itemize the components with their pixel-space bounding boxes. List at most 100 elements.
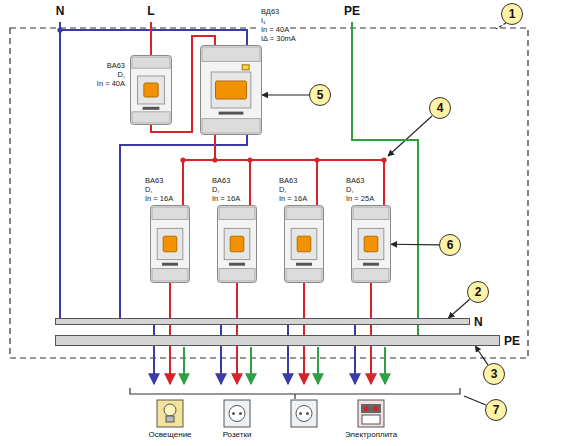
bracket [130,388,460,399]
stove-icon [358,400,384,427]
outgoing-wires [370,283,372,384]
callout-number: 2 [467,281,489,303]
callout-number: 1 [501,3,523,25]
leader-lines [496,23,506,29]
rcd-rating: IΔ = 30mA [260,34,297,43]
terminal-label: L [146,4,155,18]
rcd-rating: I₁ [260,16,267,25]
stove-icon [361,404,381,413]
breaker-body [351,205,391,283]
callout-number: 3 [483,363,505,385]
stove-icon [374,406,379,411]
outgoing-wires [236,283,238,384]
leader-lines [388,116,432,156]
socket-icon [232,412,235,415]
outgoing-wires [183,347,185,384]
breaker-body [150,205,190,283]
junction-dots [180,157,185,162]
breaker-rating: BA63 [345,176,365,185]
outgoing-wires [220,322,222,384]
breaker-rating: BA63 [144,176,164,185]
socket-icon [296,406,312,422]
breaker-rating: BA63 [278,176,298,185]
junction-dots [212,157,217,162]
callout-number: 7 [493,404,500,416]
breaker-rating: In = 40A [96,79,126,88]
junction-dots [57,27,62,32]
breaker-rating: D, [278,185,288,194]
breaker-rating: D, [144,185,154,194]
leader-arrow [391,244,439,246]
enclosure-outline [10,28,528,358]
stove-icon [362,415,380,424]
callout-number: 1 [509,8,516,20]
leader-lines [464,396,486,405]
callout-number: 4 [429,97,451,119]
consumer-caption: Освещение [147,430,192,440]
leader-arrow [475,346,488,365]
breaker-body [284,205,324,283]
socket-icon [224,400,250,427]
callout-number: 6 [439,234,461,256]
terminal-label: PE [343,4,361,18]
socket-icon [299,412,302,415]
breaker-rating: D, [345,185,355,194]
breaker-rating: In = 16A [278,194,308,203]
junction-dots [247,157,252,162]
breaker-rating: In = 16A [144,194,174,203]
outgoing-wires [354,322,356,384]
lamp-icon [166,416,174,422]
circuit-breaker: BA63D,In = 25A [351,205,391,283]
circuit-breaker: BA63D,In = 16A [150,205,190,283]
stove-icon [364,406,369,411]
socket-icon [306,412,309,415]
socket-icon [291,400,317,427]
stove-icon [358,400,384,427]
busbar: N [55,318,470,325]
phase-wire [214,135,216,160]
socket-icon [239,412,242,415]
breaker-rating: BA63 [211,176,231,185]
rcd-body [200,45,262,135]
junction-dots [314,157,319,162]
main-body [130,55,172,125]
breaker-body [217,205,257,283]
phase-wire [151,22,384,205]
outgoing-wires [250,347,252,384]
callout-number: 4 [437,102,444,114]
leader-arrow [448,299,469,318]
neutral-wire [59,22,61,318]
lamp-icon [164,404,176,416]
lamp-icon [157,400,183,427]
consumer-caption: Электроплита [344,430,398,440]
rcd-device: ВД63I₁In = 40AIΔ = 30mA [200,45,262,135]
busbar-label: PE [503,334,521,347]
callout-number: 5 [309,84,331,106]
outgoing-wires [169,283,171,384]
breaker-rating: In = 25A [345,194,375,203]
outgoing-wires [153,322,155,384]
callout-number: 6 [447,239,454,251]
bracket [130,388,460,399]
breaker-rating: D, [211,185,221,194]
main-breaker: BA63D,In = 40A [130,55,172,125]
enclosure-outline [10,28,528,358]
circuit-breaker: BA63D,In = 16A [284,205,324,283]
breaker-rating: BA63 [106,61,126,70]
socket-icon [229,406,245,422]
callout-number: 5 [317,89,324,101]
callout-number: 7 [485,399,507,421]
lamp-icon [157,400,183,427]
socket-icon [224,400,250,427]
neutral-wire [60,30,247,45]
junction-dots [57,27,386,162]
leader-arrow [262,94,309,95]
consumer-caption: Розетки [222,430,253,440]
busbar: PE [55,335,500,346]
callout-number: 3 [491,368,498,380]
circuit-breaker: BA63D,In = 16A [217,205,257,283]
outgoing-wires [303,283,305,384]
socket-icon [291,400,317,427]
